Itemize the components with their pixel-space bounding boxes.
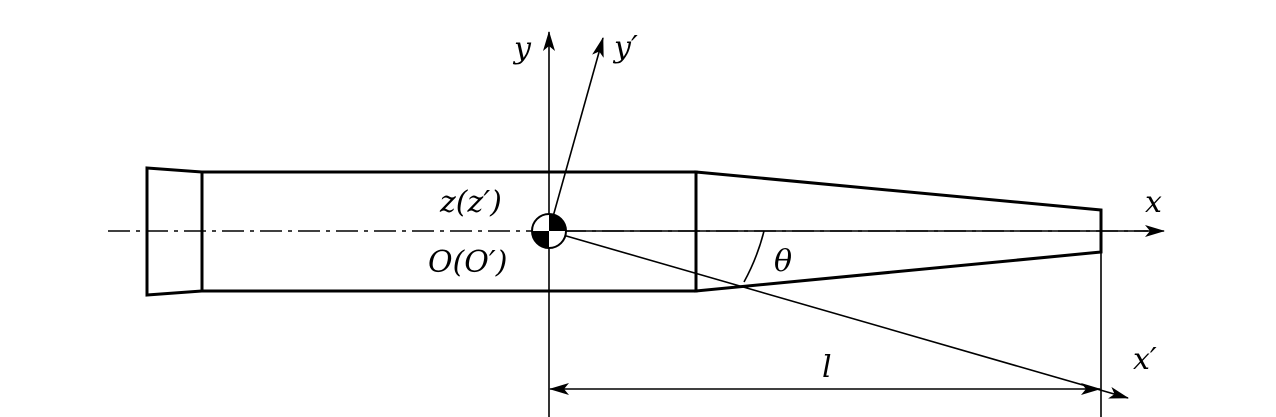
x-prime-axis-label: x′: [1133, 342, 1157, 377]
x-axis-label: x: [1145, 185, 1162, 220]
length-label: l: [822, 350, 832, 385]
y-prime-axis-label: y′: [612, 30, 638, 65]
origin-label: O(O′): [428, 245, 507, 280]
angle-theta-arc: [743, 230, 765, 283]
y-axis-label: y: [512, 31, 532, 66]
z-axis-label: z(z′): [439, 185, 502, 220]
angle-theta-label: θ: [774, 244, 792, 279]
x-prime-axis: [548, 230, 1129, 399]
y-prime-axis: [548, 37, 604, 232]
center-of-mass-symbol: [531, 213, 567, 249]
